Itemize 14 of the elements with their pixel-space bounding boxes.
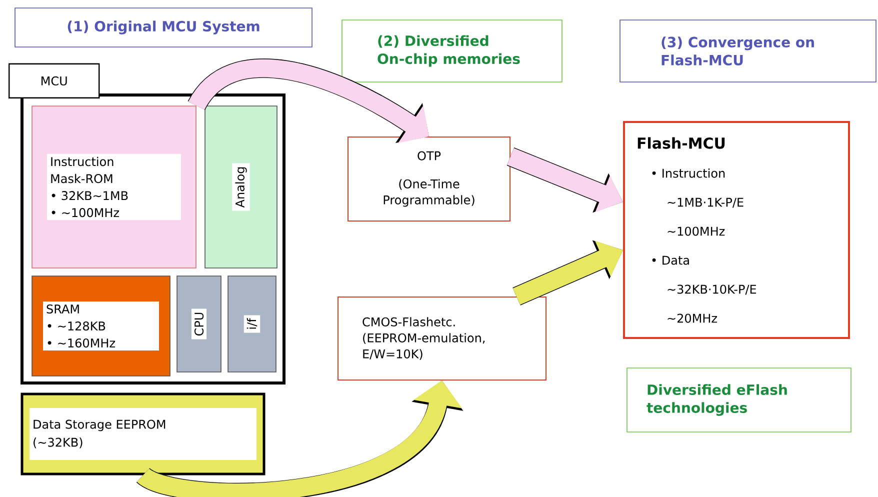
memory-block: Instruction Mask-ROM • 32KB∼1MB • ∼100MHz bbox=[32, 106, 196, 268]
memory-block: Data Storage EEPROM (∼32KB) bbox=[20, 392, 266, 476]
note-box: Diversified eFlash technologies bbox=[626, 368, 852, 432]
memory-type-box: OTP (One-Time Programmable) bbox=[348, 136, 510, 222]
heading-box: (3) Convergence on Flash-MCU bbox=[620, 20, 876, 82]
circuit-block: Analog bbox=[204, 106, 278, 268]
memory-block: SRAM • ∼128KB • ∼160MHz bbox=[32, 276, 170, 376]
heading-box: (1) Original MCU System bbox=[14, 8, 312, 48]
memory-type-box: CMOS-Flashetc. (EEPROM-emulation, E/W=10K) bbox=[338, 296, 546, 380]
node-label: MCU bbox=[42, 76, 67, 86]
flash-mcu-box: Flash-MCU • Instruction ∼1MB·1K-P/E ∼100MHz • Data ∼32KB·10K-P/E ∼20MHz bbox=[623, 121, 850, 339]
heading-box: (2) Diversified On-chip memories bbox=[342, 20, 562, 82]
circuit-block: i/f bbox=[228, 276, 276, 372]
circuit-block: CPU bbox=[176, 276, 222, 372]
